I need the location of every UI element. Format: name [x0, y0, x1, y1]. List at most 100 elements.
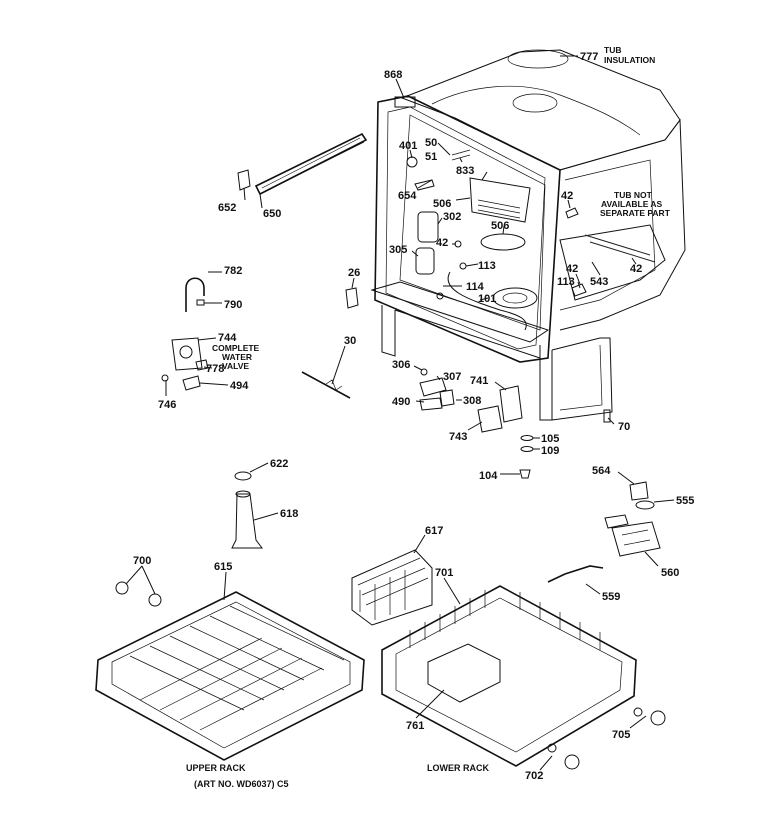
middle-parts — [419, 368, 611, 479]
washer-109 — [520, 446, 534, 452]
roller-705 — [650, 710, 666, 726]
callout-302: 302 — [443, 211, 461, 223]
tub-front-frame — [374, 95, 561, 363]
callout-741: 741 — [470, 375, 488, 387]
sump-inner — [502, 292, 528, 304]
tub-assembly — [370, 49, 686, 421]
callout-622: 622 — [270, 458, 288, 470]
box-743 — [477, 405, 503, 433]
tub-side — [559, 118, 686, 331]
callout-746: 746 — [158, 399, 176, 411]
roller-702b — [547, 743, 557, 753]
callout-790: 790 — [224, 299, 242, 311]
fill-hose-782 — [185, 277, 205, 312]
base-rail-right — [551, 337, 613, 421]
callout-833: 833 — [456, 165, 474, 177]
screw-113 — [459, 262, 467, 270]
water-valve-744 — [171, 337, 203, 371]
callout-42b: 42 — [561, 190, 573, 202]
callout-114: 114 — [466, 281, 485, 293]
insulation-dome — [507, 49, 569, 69]
roller-705b — [633, 707, 643, 717]
callout-26: 26 — [348, 267, 360, 279]
callout-543: 543 — [590, 276, 608, 288]
callout-701: 701 — [435, 567, 453, 579]
left-parts — [161, 132, 368, 399]
callout-702: 702 — [525, 770, 543, 782]
pump-560 — [611, 521, 661, 557]
callout-42d: 42 — [630, 263, 642, 275]
tower-top — [235, 490, 251, 498]
clip-652 — [237, 169, 251, 191]
pump-parts — [547, 481, 661, 583]
screw-104 — [519, 469, 531, 479]
callout-50: 50 — [425, 137, 437, 149]
tub-interior — [399, 114, 546, 331]
part-401 — [406, 156, 418, 168]
callout-777: 777 — [580, 51, 598, 63]
bracket-494 — [182, 375, 201, 391]
screw-114 — [436, 292, 444, 300]
callout-307: 307 — [443, 371, 461, 383]
callout-labels: 777 868 50 401 51 833 654 506 302 42 506… — [133, 51, 694, 782]
callout-51: 51 — [425, 151, 437, 163]
note-tub-insulation-1: TUB — [604, 45, 621, 55]
note-tub-not-2: AVAILABLE AS — [601, 199, 663, 209]
motor-tube — [604, 514, 629, 529]
cylinder-305 — [415, 247, 435, 275]
caption-art-no: (ART NO. WD6037) C5 — [194, 779, 289, 789]
part-654 — [414, 179, 435, 191]
callout-401: 401 — [399, 140, 417, 152]
tub-side-inner — [559, 159, 656, 311]
gasket-texture — [261, 137, 365, 193]
link-30 — [301, 371, 351, 399]
basket-grid — [357, 557, 429, 620]
cap-622 — [234, 471, 252, 481]
leader-lines — [125, 55, 675, 771]
silverware-basket-617 — [351, 549, 433, 626]
hose-559 — [547, 565, 604, 583]
captions: UPPER RACK LOWER RACK (ART NO. WD6037) C… — [186, 763, 489, 789]
callout-559: 559 — [602, 591, 620, 603]
insulation-oval — [512, 93, 558, 113]
callout-615: 615 — [214, 561, 232, 573]
callout-113a: 113 — [478, 260, 496, 272]
note-water-valve-1: COMPLETE — [212, 343, 260, 353]
callout-494: 494 — [230, 380, 249, 392]
note-water-valve-2: WATER — [222, 352, 252, 362]
screw-746 — [161, 374, 169, 382]
vent — [394, 96, 416, 108]
base-frame — [381, 305, 396, 357]
callout-113b: 113 — [557, 276, 575, 288]
callout-652: 652 — [218, 202, 236, 214]
lower-rack-701 — [381, 585, 637, 767]
note-tub-insulation-2: INSULATION — [604, 55, 655, 65]
part-490 — [419, 397, 443, 411]
spray-arm — [480, 233, 526, 251]
bracket-741 — [499, 385, 523, 423]
callout-618: 618 — [280, 508, 298, 520]
note-water-valve-3: VALVE — [222, 361, 249, 371]
bracket-26 — [345, 287, 359, 309]
callout-560: 560 — [661, 567, 679, 579]
callout-705: 705 — [612, 729, 630, 741]
callout-308: 308 — [463, 395, 481, 407]
callout-744: 744 — [218, 332, 237, 344]
callout-782: 782 — [224, 265, 242, 277]
callout-490: 490 — [392, 396, 410, 408]
washer-105 — [520, 435, 534, 441]
part-51-spring — [451, 149, 471, 161]
rack-parts — [95, 471, 666, 770]
callout-104: 104 — [479, 470, 498, 482]
valve-port — [179, 345, 193, 359]
link-30-coil — [325, 379, 343, 391]
callout-868: 868 — [384, 69, 402, 81]
upper-rack-wires — [129, 605, 345, 731]
caption-lower-rack: LOWER RACK — [427, 763, 489, 773]
callout-650: 650 — [263, 208, 281, 220]
detergent-module-ribs — [477, 199, 521, 219]
notes: TUB INSULATION TUB NOT AVAILABLE AS SEPA… — [212, 45, 671, 371]
callout-105: 105 — [541, 433, 559, 445]
